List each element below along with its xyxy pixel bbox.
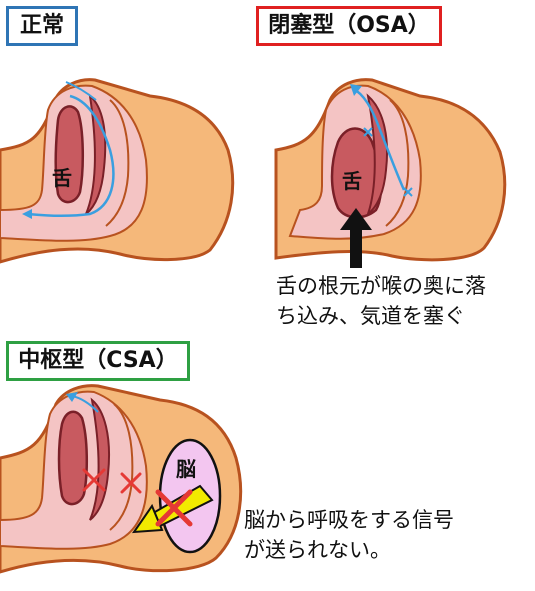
osa-airflow-line (351, 86, 406, 191)
csa-label: 中枢型（CSA） (6, 341, 190, 381)
osa-tongue-label: 舌 (342, 169, 362, 193)
osa-airflow-arrowhead (350, 84, 362, 96)
csa-airflow-arrowhead (66, 392, 78, 402)
csa-signal-blocked-x-icon (155, 489, 193, 527)
csa-label-text: 中枢型（CSA） (18, 348, 178, 373)
normal-nose-flow (65, 81, 97, 101)
normal-tongue-label: 舌 (52, 166, 72, 190)
osa-blocked-mark-2 (403, 187, 413, 197)
normal-label-text: 正常 (19, 13, 64, 38)
osa-label: 閉塞型（OSA） (256, 6, 442, 46)
osa-pharynx-wall (385, 99, 410, 227)
osa-soft-palate (365, 93, 389, 217)
osa-caption-line2: ち込み、気道を塞ぐ (276, 304, 465, 328)
csa-no-breath-x-icon-2 (120, 472, 142, 494)
osa-tongue (330, 127, 383, 219)
normal-tongue (54, 105, 85, 204)
osa-obstruction-arrow (340, 208, 372, 268)
csa-caption-line1: 脳から呼吸をする信号 (244, 508, 454, 532)
normal-airflow-line (27, 94, 115, 218)
osa-label-text: 閉塞型（OSA） (268, 13, 430, 38)
normal-label: 正常 (6, 6, 78, 46)
csa-no-breath-x-icon-1 (82, 468, 106, 492)
normal-airflow-arrowhead (22, 209, 32, 219)
csa-caption-line2: が送られない。 (244, 538, 391, 562)
csa-brain-label: 脳 (175, 457, 196, 481)
normal-pharynx-wall (105, 99, 130, 227)
csa-tongue (57, 410, 89, 506)
osa-caption-line1: 舌の根元が喉の奥に落 (276, 274, 486, 298)
csa-caption: 脳から呼吸をする信号 が送られない。 (244, 505, 454, 565)
osa-caption: 舌の根元が喉の奥に落 ち込み、気道を塞ぐ (276, 271, 486, 331)
osa-blocked-mark-1 (363, 127, 373, 137)
